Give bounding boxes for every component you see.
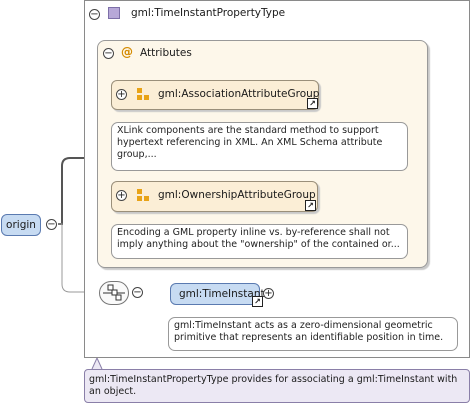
collapse-origin-minus-icon[interactable]: −	[46, 219, 57, 230]
origin-to-sequence-connector	[58, 223, 99, 293]
time-instant-element[interactable]: gml:TimeInstant	[170, 283, 265, 305]
link-arrow-icon[interactable]: ↗	[252, 296, 263, 307]
expand-group-plus-icon[interactable]: +	[116, 89, 127, 100]
attributes-label: Attributes	[140, 47, 192, 59]
complex-type-title: gml:TimeInstantPropertyType	[131, 7, 286, 19]
sequence-compositor-icon[interactable]	[99, 281, 129, 305]
attribute-group-icon	[136, 87, 150, 101]
expand-group-plus-icon[interactable]: +	[116, 190, 127, 201]
attribute-group-name: gml:AssociationAttributeGroup	[158, 88, 320, 100]
collapse-attributes-minus-icon[interactable]: −	[103, 48, 114, 59]
link-arrow-icon[interactable]: ↗	[307, 98, 318, 109]
attribute-group-documentation: Encoding a GML property inline vs. by-re…	[111, 224, 408, 259]
attribute-group-association[interactable]: + gml:AssociationAttributeGroup ↗	[111, 80, 319, 110]
expand-element-plus-icon[interactable]: +	[263, 288, 274, 299]
collapse-type-minus-icon[interactable]: −	[89, 9, 100, 20]
complex-type-documentation: gml:TimeInstantPropertyType provides for…	[84, 369, 470, 403]
origin-element[interactable]: origin	[1, 214, 41, 236]
attribute-group-icon	[136, 188, 150, 202]
collapse-sequence-minus-icon[interactable]: −	[132, 287, 143, 298]
type-doc-pointer	[91, 356, 103, 370]
element-documentation: gml:TimeInstant acts as a zero-dimension…	[168, 317, 458, 351]
complex-type-icon	[108, 7, 120, 19]
link-arrow-icon[interactable]: ↗	[305, 200, 316, 211]
attributes-at-icon: @	[121, 45, 133, 59]
attribute-group-ownership[interactable]: + gml:OwnershipAttributeGroup ↗	[111, 181, 318, 212]
origin-to-type-connector	[58, 157, 97, 225]
attribute-group-documentation: XLink components are the standard method…	[111, 122, 408, 171]
attribute-group-name: gml:OwnershipAttributeGroup	[158, 189, 316, 201]
element-name: gml:TimeInstant	[179, 288, 265, 300]
